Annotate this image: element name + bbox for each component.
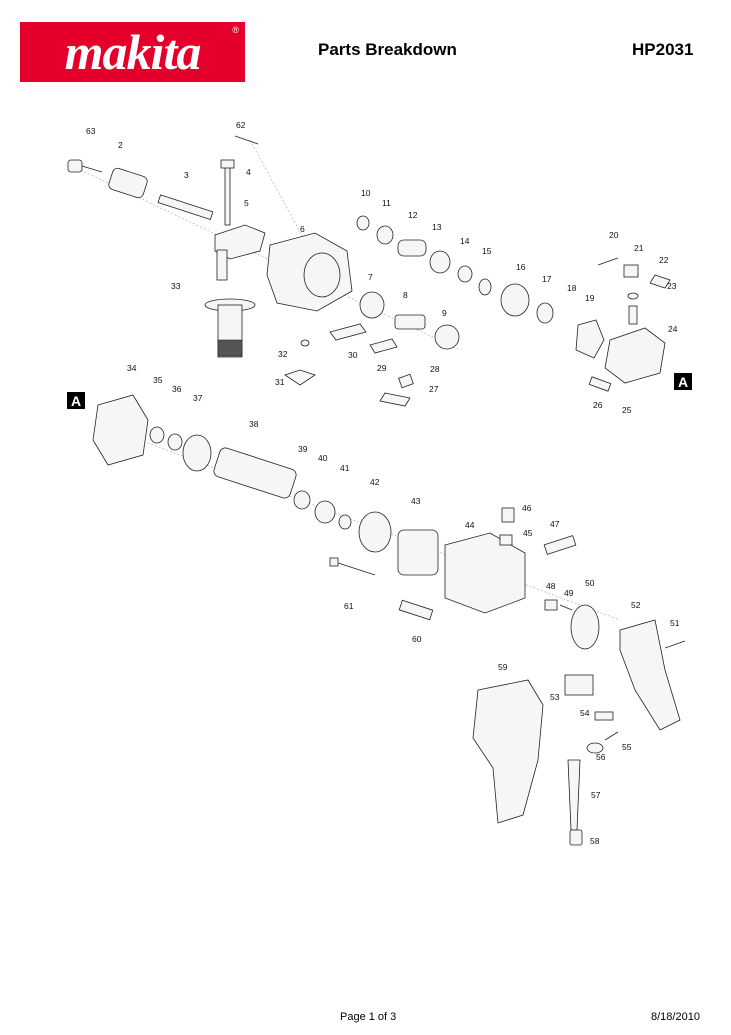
registered-mark: ® (232, 25, 239, 35)
section-marker-left: A (71, 393, 81, 409)
section-marker-right: A (678, 374, 688, 390)
part-label-60: 60 (412, 634, 422, 644)
brand-logo: makita ® (20, 22, 245, 82)
part-label-42: 42 (370, 477, 380, 487)
part-label-49: 49 (564, 588, 574, 598)
part-label-6: 6 (300, 224, 305, 234)
part-label-23: 23 (667, 281, 677, 291)
part-label-15: 15 (482, 246, 492, 256)
part-label-54: 54 (580, 708, 590, 718)
part-label-2: 2 (118, 140, 123, 150)
part-label-3: 3 (184, 170, 189, 180)
print-date: 8/18/2010 (651, 1011, 700, 1023)
part-label-34: 34 (127, 363, 137, 373)
part-label-17: 17 (542, 274, 552, 284)
part-label-47: 47 (550, 519, 560, 529)
part-label-55: 55 (622, 742, 632, 752)
part-label-5: 5 (244, 198, 249, 208)
part-label-4: 4 (246, 167, 251, 177)
part-label-45: 45 (523, 528, 533, 538)
part-label-56: 56 (596, 752, 606, 762)
part-label-51: 51 (670, 618, 680, 628)
part-label-46: 46 (522, 503, 532, 513)
part-label-48: 48 (546, 581, 556, 591)
part-label-59: 59 (498, 662, 508, 672)
part-label-25: 25 (622, 405, 632, 415)
brand-logo-text: makita (64, 24, 202, 80)
part-label-63: 63 (86, 126, 96, 136)
part-label-13: 13 (432, 222, 442, 232)
part-label-52: 52 (631, 600, 641, 610)
part-label-40: 40 (318, 453, 328, 463)
part-label-8: 8 (403, 290, 408, 300)
page-title: Parts Breakdown (318, 40, 457, 59)
part-label-50: 50 (585, 578, 595, 588)
part-label-22: 22 (659, 255, 669, 265)
page-indicator: Page 1 of 3 (340, 1011, 397, 1023)
part-label-37: 37 (193, 393, 203, 403)
part-label-19: 19 (585, 293, 595, 303)
part-label-33: 33 (171, 281, 181, 291)
part-label-16: 16 (516, 262, 526, 272)
part-label-62: 62 (236, 120, 246, 130)
part-label-61: 61 (344, 601, 354, 611)
part-label-43: 43 (411, 496, 421, 506)
part-label-30: 30 (348, 350, 358, 360)
part-label-35: 35 (153, 375, 163, 385)
part-label-44: 44 (465, 520, 475, 530)
part-label-26: 26 (593, 400, 603, 410)
parts-diagram: A A 632345626101112131415161718192021222… (67, 120, 692, 846)
part-label-31: 31 (275, 377, 285, 387)
section-markers: A A (67, 373, 692, 409)
part-label-41: 41 (340, 463, 350, 473)
part-label-36: 36 (172, 384, 182, 394)
part-label-57: 57 (591, 790, 601, 800)
part-label-18: 18 (567, 283, 577, 293)
part-label-32: 32 (278, 349, 288, 359)
part-label-7: 7 (368, 272, 373, 282)
part-label-10: 10 (361, 188, 371, 198)
part-label-28: 28 (430, 364, 440, 374)
part-label-14: 14 (460, 236, 470, 246)
parts-drawings (67, 135, 686, 846)
model-number: HP2031 (632, 40, 694, 59)
part-label-11: 11 (382, 198, 391, 208)
part-label-20: 20 (609, 230, 619, 240)
part-label-39: 39 (298, 444, 308, 454)
part-label-38: 38 (249, 419, 259, 429)
part-label-27: 27 (429, 384, 439, 394)
part-label-21: 21 (634, 243, 644, 253)
part-label-9: 9 (442, 308, 447, 318)
part-label-24: 24 (668, 324, 678, 334)
part-label-12: 12 (408, 210, 418, 220)
part-label-53: 53 (550, 692, 560, 702)
part-label-58: 58 (590, 836, 600, 846)
part-label-29: 29 (377, 363, 387, 373)
